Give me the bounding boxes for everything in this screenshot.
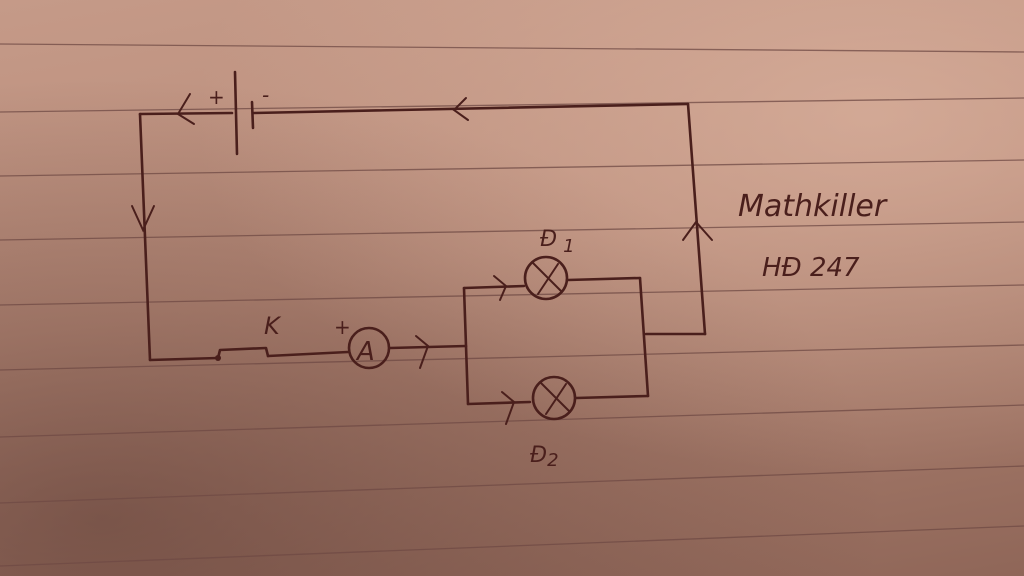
ammeter-letter: A xyxy=(355,337,375,367)
switch-terminal xyxy=(215,355,221,361)
ruled-line xyxy=(0,404,1024,438)
current-arrows xyxy=(131,93,713,425)
bottom-wire-left xyxy=(148,356,220,362)
branch1-out-wire xyxy=(566,276,642,282)
top-wire-left xyxy=(138,111,234,116)
bulb-2-circle xyxy=(531,375,577,421)
ruled-lines xyxy=(0,43,1024,567)
arrow-right-icon xyxy=(493,275,508,301)
ammeter-polarity-label: + xyxy=(334,315,351,339)
bulb-1-circle xyxy=(523,255,569,301)
switch-symbol: K xyxy=(215,312,282,361)
left-wire xyxy=(138,112,152,362)
bulb-2-label: Đ2 xyxy=(530,443,559,471)
branch1-in-wire xyxy=(462,284,526,290)
ruled-line xyxy=(0,465,1024,504)
branch2-out-wire xyxy=(574,394,650,400)
battery-short-plate xyxy=(250,100,255,130)
bulb-2-cross xyxy=(539,381,571,415)
battery-positive-label: + xyxy=(208,85,225,109)
arrow-left-icon xyxy=(452,97,469,121)
signature-code: HĐ 247 xyxy=(762,253,860,283)
bulb-2-symbol: Đ2 xyxy=(530,375,577,471)
arrow-right-icon xyxy=(415,335,430,369)
ammeter-circle xyxy=(347,326,391,370)
battery-symbol: + - xyxy=(208,70,269,156)
ruled-line xyxy=(0,284,1024,306)
ruled-line xyxy=(0,344,1024,371)
branch2-in-wire xyxy=(466,400,532,406)
switch-label: K xyxy=(264,312,282,340)
bulb-1-subscript: 1 xyxy=(563,236,574,257)
ruled-line xyxy=(0,97,1024,113)
ruled-line xyxy=(0,159,1024,177)
arrow-down-icon xyxy=(131,205,155,233)
left-branch-rail xyxy=(462,286,470,406)
signature: Mathkiller HĐ 247 xyxy=(738,189,888,283)
switch-body xyxy=(216,346,270,360)
right-branch-rail xyxy=(638,276,650,398)
battery-long-plate xyxy=(233,70,239,156)
bottom-wire-mid xyxy=(266,350,350,358)
ruled-line xyxy=(0,221,1024,241)
battery-negative-label: - xyxy=(262,83,269,107)
ruled-line xyxy=(0,43,1024,53)
arrow-right-icon xyxy=(501,391,516,425)
bulb-1-cross xyxy=(531,261,563,295)
arrow-left-icon xyxy=(176,93,195,125)
circuit-wires xyxy=(138,102,707,406)
arrow-up-icon xyxy=(682,220,713,241)
bulb-2-subscript: 2 xyxy=(547,450,558,471)
bulb-1-letter: Đ xyxy=(540,227,557,252)
signature-name: Mathkiller xyxy=(738,189,888,224)
ammeter-symbol: A + xyxy=(334,315,391,370)
bulb-2-letter: Đ xyxy=(530,443,547,468)
ruled-line xyxy=(0,525,1024,567)
top-wire-right xyxy=(252,102,690,115)
right-wire xyxy=(686,102,707,336)
